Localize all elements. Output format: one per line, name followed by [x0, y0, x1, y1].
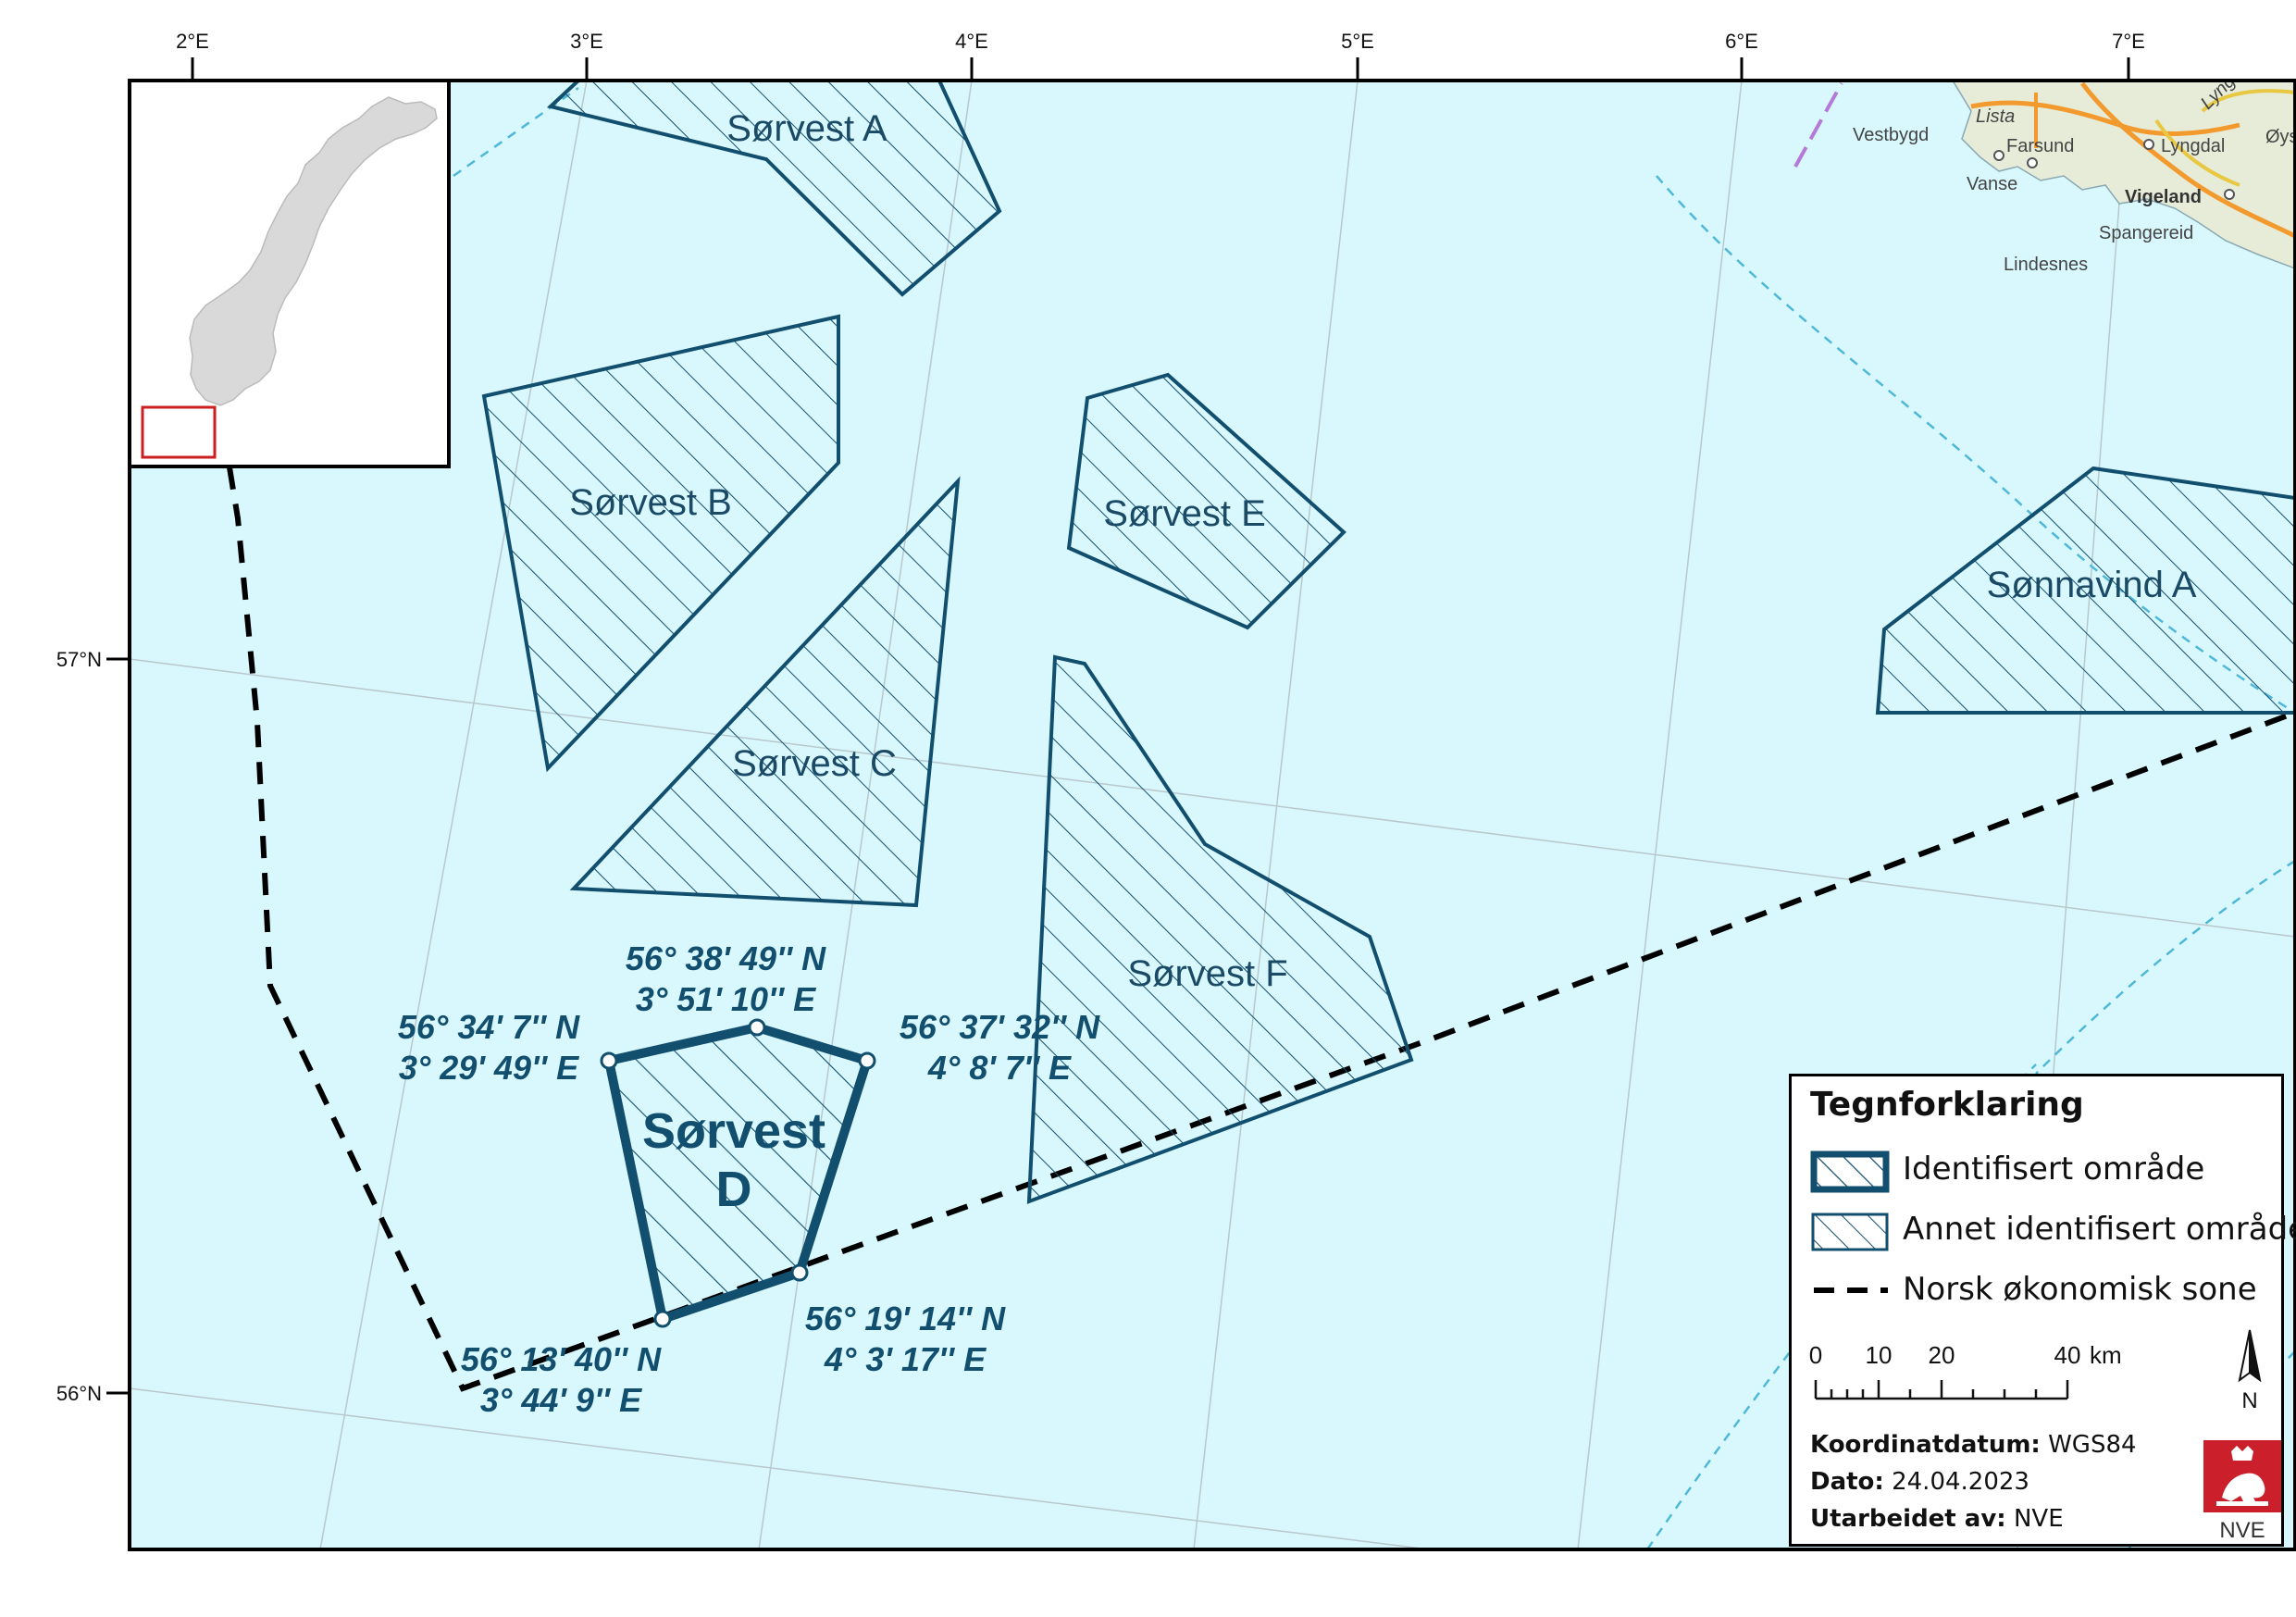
scale-bar: 0 10 20 40 km — [1809, 1341, 2122, 1400]
datum-label: Koordinatdatum: — [1810, 1431, 2041, 1459]
north-arrow-icon: N — [2238, 1329, 2262, 1413]
place-lindesnes: Lindesnes — [2004, 255, 2088, 275]
scale-tick-0: 0 — [1809, 1341, 1822, 1369]
label-sorvest-e: Sørvest E — [1103, 493, 1266, 534]
area-sorvest-a — [546, 81, 1002, 297]
label-sorvest-d-line1: Sørvest — [642, 1103, 825, 1159]
place-vigeland: Vigeland — [2125, 187, 2202, 207]
corner-marker — [748, 1018, 766, 1037]
tick-6e: 6°E — [1725, 30, 1758, 53]
legend-title: Tegnforklaring — [1810, 1086, 2084, 1124]
lon-ticks — [191, 57, 2130, 81]
area-sorvest-f — [1026, 654, 1414, 1204]
norway-inset-shape — [189, 96, 438, 406]
label-sorvest-a: Sørvest A — [726, 108, 887, 149]
place-vanse: Vanse — [1967, 174, 2017, 194]
scale-unit: km — [2090, 1341, 2122, 1369]
place-vestbygd: Vestbygd — [1853, 125, 1929, 145]
author-label: Utarbeidet av: — [1810, 1505, 2006, 1533]
label-sorvest-d-line2: D — [716, 1162, 752, 1217]
coord-e-lat: 56° 37' 32'' N — [900, 1008, 1100, 1046]
place-lyngdal: Lyngdal — [2161, 136, 2225, 156]
coord-sw-lat: 56° 13' 40'' N — [461, 1340, 662, 1378]
date-label: Dato: — [1810, 1468, 1884, 1496]
nve-lion-icon — [2203, 1440, 2281, 1512]
boundary-line — [1793, 82, 1843, 168]
identified-area-sorvest-d — [604, 1023, 872, 1324]
nve-logo-text: NVE — [2219, 1518, 2265, 1543]
map-frame — [128, 79, 2296, 1551]
label-sonnavind-a: Sønnavind A — [1987, 565, 2197, 605]
legend-author: Utarbeidet av: NVE — [1810, 1505, 2064, 1533]
area-sorvest-c — [569, 476, 961, 908]
area-sonnavind-a — [1875, 466, 2295, 715]
place-oysl: Øysl — [2265, 127, 2296, 147]
scale-tick-20: 20 — [1929, 1341, 1955, 1369]
corner-marker — [600, 1051, 618, 1070]
coord-e-lon: 4° 8' 7'' E — [927, 1049, 1072, 1087]
coord-nw-lat: 56° 34' 7'' N — [398, 1008, 580, 1046]
nve-logo: NVE — [2203, 1440, 2281, 1543]
area-sorvest-e — [1066, 372, 1347, 630]
label-sorvest-c: Sørvest C — [732, 743, 897, 784]
corner-marker — [790, 1263, 809, 1282]
legend-label-zone: Norsk økonomisk sone — [1903, 1271, 2257, 1308]
place-spangereid: Spangereid — [2099, 223, 2193, 243]
scale-tick-10: 10 — [1866, 1341, 1893, 1369]
datum-value: WGS84 — [2040, 1431, 2137, 1459]
label-sorvest-b: Sørvest B — [569, 482, 732, 523]
coord-sw-lon: 3° 44' 9'' E — [480, 1381, 642, 1419]
overview-inset — [128, 79, 451, 468]
lat-tick-labels: 57°N 56°N — [56, 648, 102, 1405]
corner-marker — [858, 1051, 876, 1070]
coord-ne-lat: 56° 38' 49'' N — [626, 939, 826, 977]
tick-5e: 5°E — [1341, 30, 1374, 53]
lon-tick-labels: 2°E 3°E 4°E 5°E 6°E 7°E — [176, 30, 2145, 53]
coord-ne-lon: 3° 51' 10'' E — [636, 980, 816, 1018]
legend-swatch-other — [1811, 1213, 1889, 1251]
legend-label-identified: Identifisert område — [1903, 1151, 2205, 1188]
north-label: N — [2241, 1388, 2257, 1413]
place-lista: Lista — [1976, 106, 2015, 127]
label-sorvest-f: Sørvest F — [1127, 953, 1287, 994]
corner-marker — [653, 1310, 672, 1328]
legend-panel: Tegnforklaring Identifisert område Annet… — [1789, 1074, 2296, 1547]
tick-56n: 56°N — [56, 1382, 102, 1405]
norwegian-economic-zone-line — [227, 466, 2295, 1392]
legend-date: Dato: 24.04.2023 — [1810, 1468, 2029, 1496]
area-labels: Sørvest A Sørvest B Sørvest C Sørvest E … — [569, 108, 2197, 1217]
legend-label-other: Annet identifisert område — [1903, 1211, 2296, 1248]
author-value: NVE — [2005, 1505, 2064, 1533]
tick-4e: 4°E — [955, 30, 988, 53]
legend-datum: Koordinatdatum: WGS84 — [1810, 1431, 2137, 1459]
tick-7e: 7°E — [2112, 30, 2145, 53]
corner-markers — [600, 1018, 876, 1328]
tick-2e: 2°E — [176, 30, 209, 53]
legend-swatch-zone — [1814, 1287, 1888, 1293]
place-farsund: Farsund — [2006, 136, 2074, 156]
area-sorvest-b — [481, 314, 840, 773]
coord-se-lon: 4° 3' 17'' E — [824, 1340, 987, 1378]
tick-57n: 57°N — [56, 648, 102, 671]
southern-norway-land — [1952, 81, 2295, 269]
scale-tick-40: 40 — [2054, 1341, 2081, 1369]
tick-3e: 3°E — [570, 30, 603, 53]
inset-location-frame — [141, 405, 217, 459]
lat-ticks — [106, 657, 130, 1395]
corner-coordinate-labels: 56° 38' 49'' N 3° 51' 10'' E 56° 34' 7''… — [398, 939, 1100, 1419]
coord-nw-lon: 3° 29' 49'' E — [399, 1049, 579, 1087]
coord-se-lat: 56° 19' 14'' N — [805, 1300, 1006, 1337]
legend-swatch-identified — [1810, 1151, 1890, 1193]
date-value: 24.04.2023 — [1883, 1468, 2029, 1496]
other-identified-areas — [481, 81, 2295, 1204]
